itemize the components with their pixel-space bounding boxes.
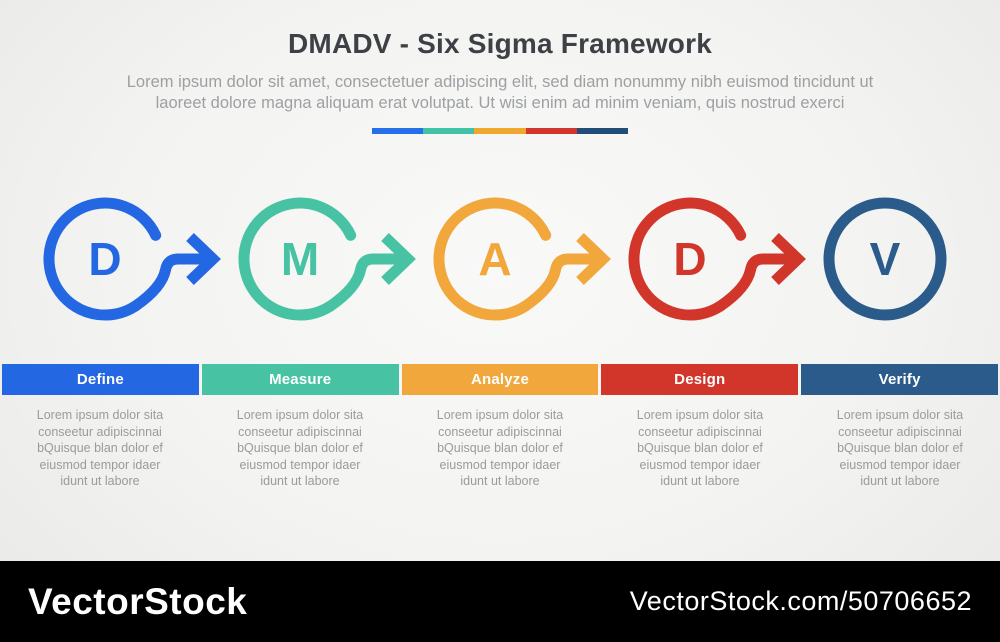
open-circle-outline: [238, 197, 357, 321]
stage-description-text: Lorem ipsum dolor sita conseetur adipisc…: [636, 408, 764, 488]
stage-circle-measure: M: [238, 197, 416, 321]
arrow-stem: [520, 253, 597, 312]
open-circle-outline: [628, 197, 747, 321]
stage-letter: M: [281, 233, 319, 285]
stage-descriptions: Lorem ipsum dolor sita conseetur adipisc…: [0, 407, 1000, 490]
stage-circle-define: D: [43, 197, 221, 321]
arrow-stem: [325, 253, 402, 312]
vectorstock-logo: VectorStock: [28, 580, 248, 622]
stage-description-text: Lorem ipsum dolor sita conseetur adipisc…: [836, 408, 964, 488]
divider-segment: [576, 128, 629, 134]
stage-bar-measure: Measure: [201, 364, 399, 395]
stage-letter: A: [478, 233, 511, 285]
page-subtitle: Lorem ipsum dolor sit amet, consectetuer…: [126, 73, 874, 112]
page-title: DMADV - Six Sigma Framework: [288, 28, 712, 59]
stage-letter: D: [673, 233, 706, 285]
open-circle-outline: [43, 197, 162, 321]
closed-circle-outline: [823, 197, 947, 321]
arrow-stem: [715, 253, 792, 312]
arrow-right-icon: [186, 233, 221, 285]
stage-description-text: Lorem ipsum dolor sita conseetur adipisc…: [236, 408, 364, 488]
divider-bar: [372, 128, 629, 134]
watermark-footer: VectorStock VectorStock.com/50706652: [0, 561, 1000, 642]
open-circle-outline: [433, 197, 552, 321]
arrow-right-icon: [576, 233, 611, 285]
divider-segment: [372, 128, 424, 134]
stage-description-text: Lorem ipsum dolor sita conseetur adipisc…: [36, 408, 164, 488]
divider-segment: [525, 128, 577, 134]
stage-description-text: Lorem ipsum dolor sita conseetur adipisc…: [436, 408, 564, 488]
stage-letter: D: [88, 233, 121, 285]
arrow-right-icon: [771, 233, 806, 285]
stage-circle-design: D: [628, 197, 806, 321]
divider-segment: [474, 128, 526, 134]
stage-circle-verify: V: [823, 197, 947, 321]
arrow-stem: [130, 253, 207, 312]
vectorstock-credit: VectorStock.com/50706652: [629, 586, 972, 616]
stage-bar-analyze: Analyze: [401, 364, 599, 395]
stage-bar-verify: Verify: [801, 364, 998, 395]
stage-circle-analyze: A: [433, 197, 611, 321]
arrow-right-icon: [381, 233, 416, 285]
divider-segment: [423, 128, 475, 134]
stage-letter: V: [870, 233, 901, 285]
stage-bar-design: Design: [601, 364, 799, 395]
stage-bar-define: Define: [2, 364, 199, 395]
